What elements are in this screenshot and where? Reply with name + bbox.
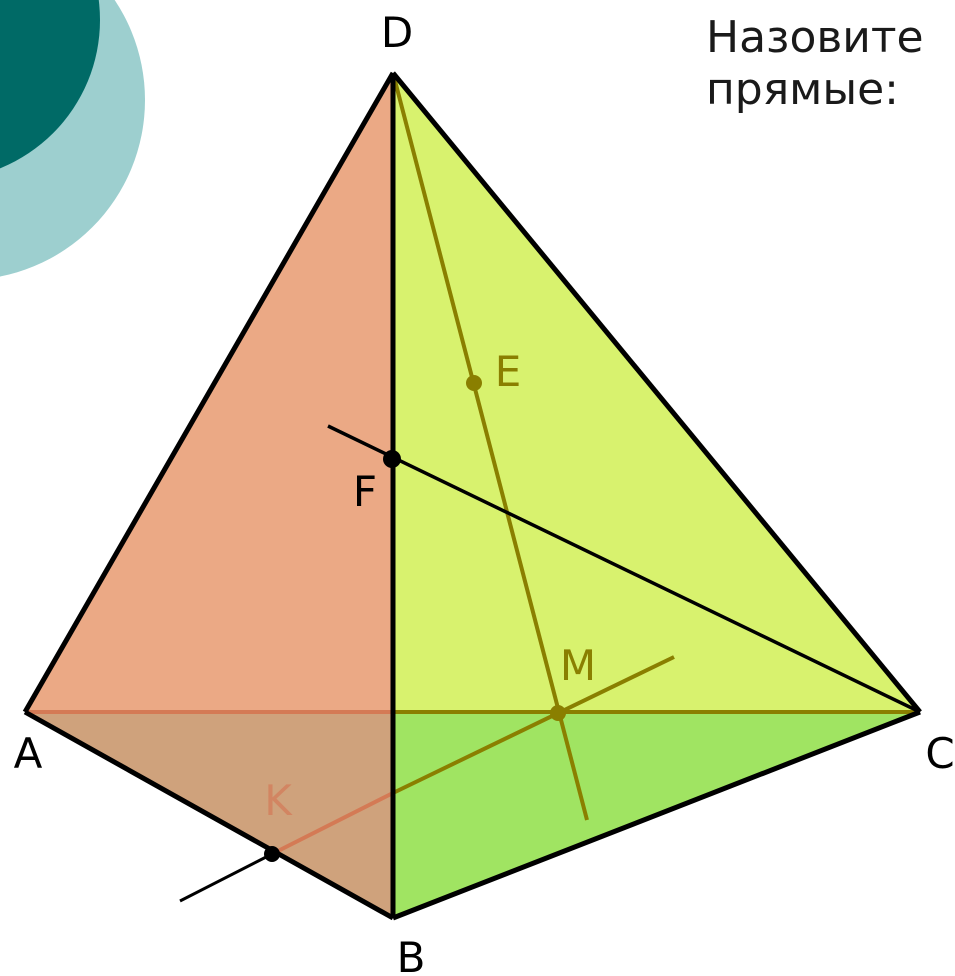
point-f — [383, 450, 401, 468]
face-adb — [25, 73, 393, 918]
edge-dc — [391, 71, 922, 714]
point-k — [264, 846, 280, 862]
label-c: C — [925, 729, 954, 778]
line-km-segment-behind — [271, 791, 394, 856]
point-e — [466, 375, 482, 391]
line-km-segment-out — [179, 852, 273, 903]
face-dbc — [393, 73, 920, 918]
decor-circle-inner — [0, 0, 100, 169]
label-m: M — [560, 641, 596, 690]
label-f: F — [353, 467, 377, 516]
edge-bc — [392, 709, 921, 921]
label-d: D — [381, 8, 413, 57]
label-k: K — [264, 776, 293, 825]
label-b: B — [397, 933, 426, 976]
edge-ab — [23, 709, 395, 921]
task-line-2: прямые: — [706, 64, 899, 115]
task-line-1: Назовите — [706, 12, 924, 63]
point-m — [550, 705, 566, 721]
line-km-segment-front — [392, 655, 675, 795]
edge-da — [22, 71, 396, 714]
label-a: A — [14, 729, 43, 778]
line-de-m — [391, 72, 589, 821]
label-e: E — [495, 347, 522, 396]
line-fc — [327, 424, 921, 714]
